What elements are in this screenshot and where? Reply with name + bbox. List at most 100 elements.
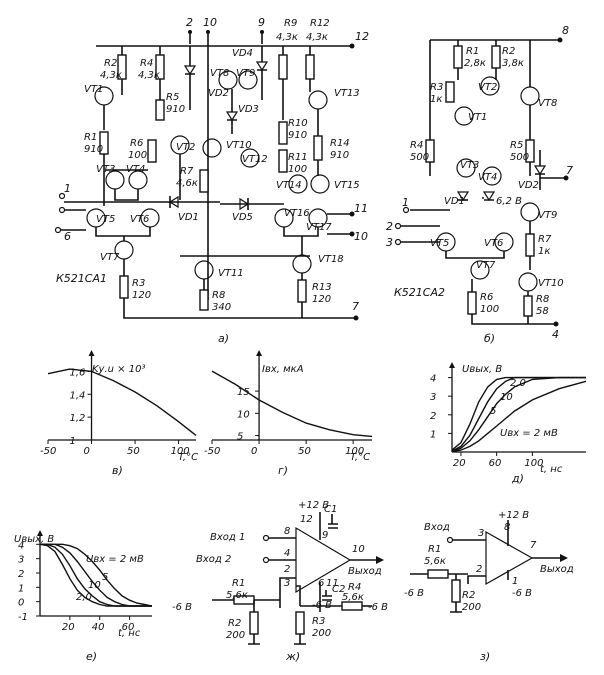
zh-r4-ref: R4 [348, 582, 361, 593]
pin-7-label: 7 [352, 300, 359, 313]
chart-2-y-tick-label: 1 [430, 429, 436, 440]
chart-0-x-tick-label: -50 [40, 446, 56, 457]
vt18-label: VT18 [318, 254, 344, 265]
b-r6-val: 100 [480, 304, 499, 315]
caption-b: б) [484, 332, 495, 345]
b-pin-1-label: 1 [402, 196, 409, 209]
transistor-vt14 [288, 174, 308, 194]
r10-val: 910 [288, 130, 307, 141]
b-r6-ref: R6 [480, 292, 493, 303]
pin-12-label: 12 [355, 30, 369, 43]
b-r4-val: 500 [410, 152, 429, 163]
vt8-label: VT8 [210, 68, 229, 79]
b-transistor-vt1 [454, 106, 474, 126]
zh-pin-6: 6 [318, 578, 324, 589]
resistor-r14 [313, 135, 323, 161]
chart-3-curve-label: 5 [102, 572, 108, 583]
b-transistor-vt7 [470, 260, 490, 280]
z-pin-7: 7 [530, 540, 537, 551]
vt16-label: VT16 [284, 208, 310, 219]
r14-val: 910 [330, 150, 349, 161]
vt17-label: VT17 [306, 222, 332, 233]
z-vplus-label: +12 В [498, 510, 529, 521]
b-transistor-vt3 [456, 158, 476, 178]
zh-resistor-r2 [249, 611, 259, 635]
r14-ref: R14 [330, 138, 350, 149]
chart-0-y-label: Kу.u × 10³ [92, 364, 145, 375]
b-resistor-r7 [525, 233, 535, 257]
vd4-label: VD4 [232, 48, 253, 59]
transistor-vt18 [292, 254, 312, 274]
resistor-r9 [278, 54, 288, 80]
chart-1-x-tick-label: -50 [204, 446, 220, 457]
r2-ref: R2 [104, 58, 117, 69]
zh-vminus3-label: -6 В [368, 602, 388, 613]
r9-val: 4,3к [276, 32, 298, 43]
chart-3-y-arrow [37, 530, 43, 536]
zh-resistor-r4 [341, 601, 363, 611]
vt12-label: VT12 [242, 154, 268, 165]
r8-ref: R8 [212, 290, 225, 301]
b-diode-vd1 [456, 191, 470, 202]
b-resistor-r1 [453, 45, 463, 69]
chart-3-curve-label: 10 [88, 580, 101, 591]
pin-9-label: 11 [354, 202, 368, 215]
zh-c1-label: С1 [324, 504, 337, 515]
zh-r2-ref: R2 [228, 618, 241, 629]
b-r1-val: 2,8к [464, 58, 486, 69]
resistor-r13 [297, 279, 307, 303]
b-vd2-label: VD2 [518, 180, 539, 191]
r10-ref: R10 [288, 118, 308, 129]
zh-pin-4: 4 [284, 548, 290, 559]
resistor-r8 [199, 289, 209, 311]
zh-resistor-r3 [295, 611, 305, 635]
chart-3-y-tick-label: -1 [18, 612, 28, 623]
b-vt8-label: VT8 [538, 98, 557, 109]
chart-2-y-arrow [449, 362, 455, 368]
zh-in2-label: Вход 2 [196, 554, 231, 565]
r5-ref: R5 [166, 92, 179, 103]
r5-val: 910 [166, 104, 185, 115]
chart-0-x-tick-label: 0 [84, 446, 90, 457]
vd2-label: VD2 [208, 88, 229, 99]
b-vt2-label: VT2 [478, 82, 497, 93]
z-pin-8: 8 [504, 522, 510, 533]
chart-3-y-tick-label: 0 [18, 598, 24, 609]
zh-pin-3: 3 [284, 578, 290, 589]
z-r1-val: 5,6к [424, 556, 446, 567]
b-transistor-vt4 [482, 166, 502, 186]
b-resistor-r8 [523, 295, 533, 317]
vt9-label: VT9 [236, 68, 255, 79]
z-pin-1: 1 [512, 576, 518, 587]
chart-2-y-tick-label: 2 [430, 411, 436, 422]
pin-2-label: 2 [186, 16, 193, 29]
diode-vd3 [225, 111, 239, 122]
chart-2-curve-label: 5 [490, 406, 496, 417]
b-transistor-vt10 [518, 272, 538, 292]
r13-val: 120 [312, 294, 331, 305]
b-vd1-label: VD1 [444, 196, 465, 207]
chart-2-x-tick-label: 100 [524, 458, 543, 469]
transistor-vt12 [240, 148, 260, 168]
chart-1-y-tick-label: 15 [237, 387, 250, 398]
z-out-label: Выход [540, 564, 574, 575]
pin-8-label: 10 [354, 230, 368, 243]
r4-val: 4,3к [138, 70, 160, 81]
chart-2-y-tick-label: 4 [430, 374, 436, 385]
vt2-label: VT2 [176, 142, 195, 153]
b-resistor-r2 [491, 45, 501, 69]
resistor-r10 [278, 121, 288, 145]
b-zener-diode [482, 191, 496, 202]
zh-pin-9: 8 [284, 526, 290, 537]
part-a-label: К521СА1 [56, 272, 107, 285]
pin-1-label: 1 [64, 182, 71, 195]
z-comparator [485, 530, 534, 586]
chart-0-y-tick-label: 1,6 [70, 367, 86, 378]
resistor-r7 [199, 169, 209, 193]
chart-3-series-2 [40, 543, 152, 607]
b-r3-ref: R3 [430, 82, 443, 93]
z-vminus-label: -6 В [404, 588, 424, 599]
chart-1-x-tick-label: 100 [345, 446, 364, 457]
vt10-label: VT10 [226, 140, 252, 151]
zh-pin-10: 9 [322, 530, 328, 541]
